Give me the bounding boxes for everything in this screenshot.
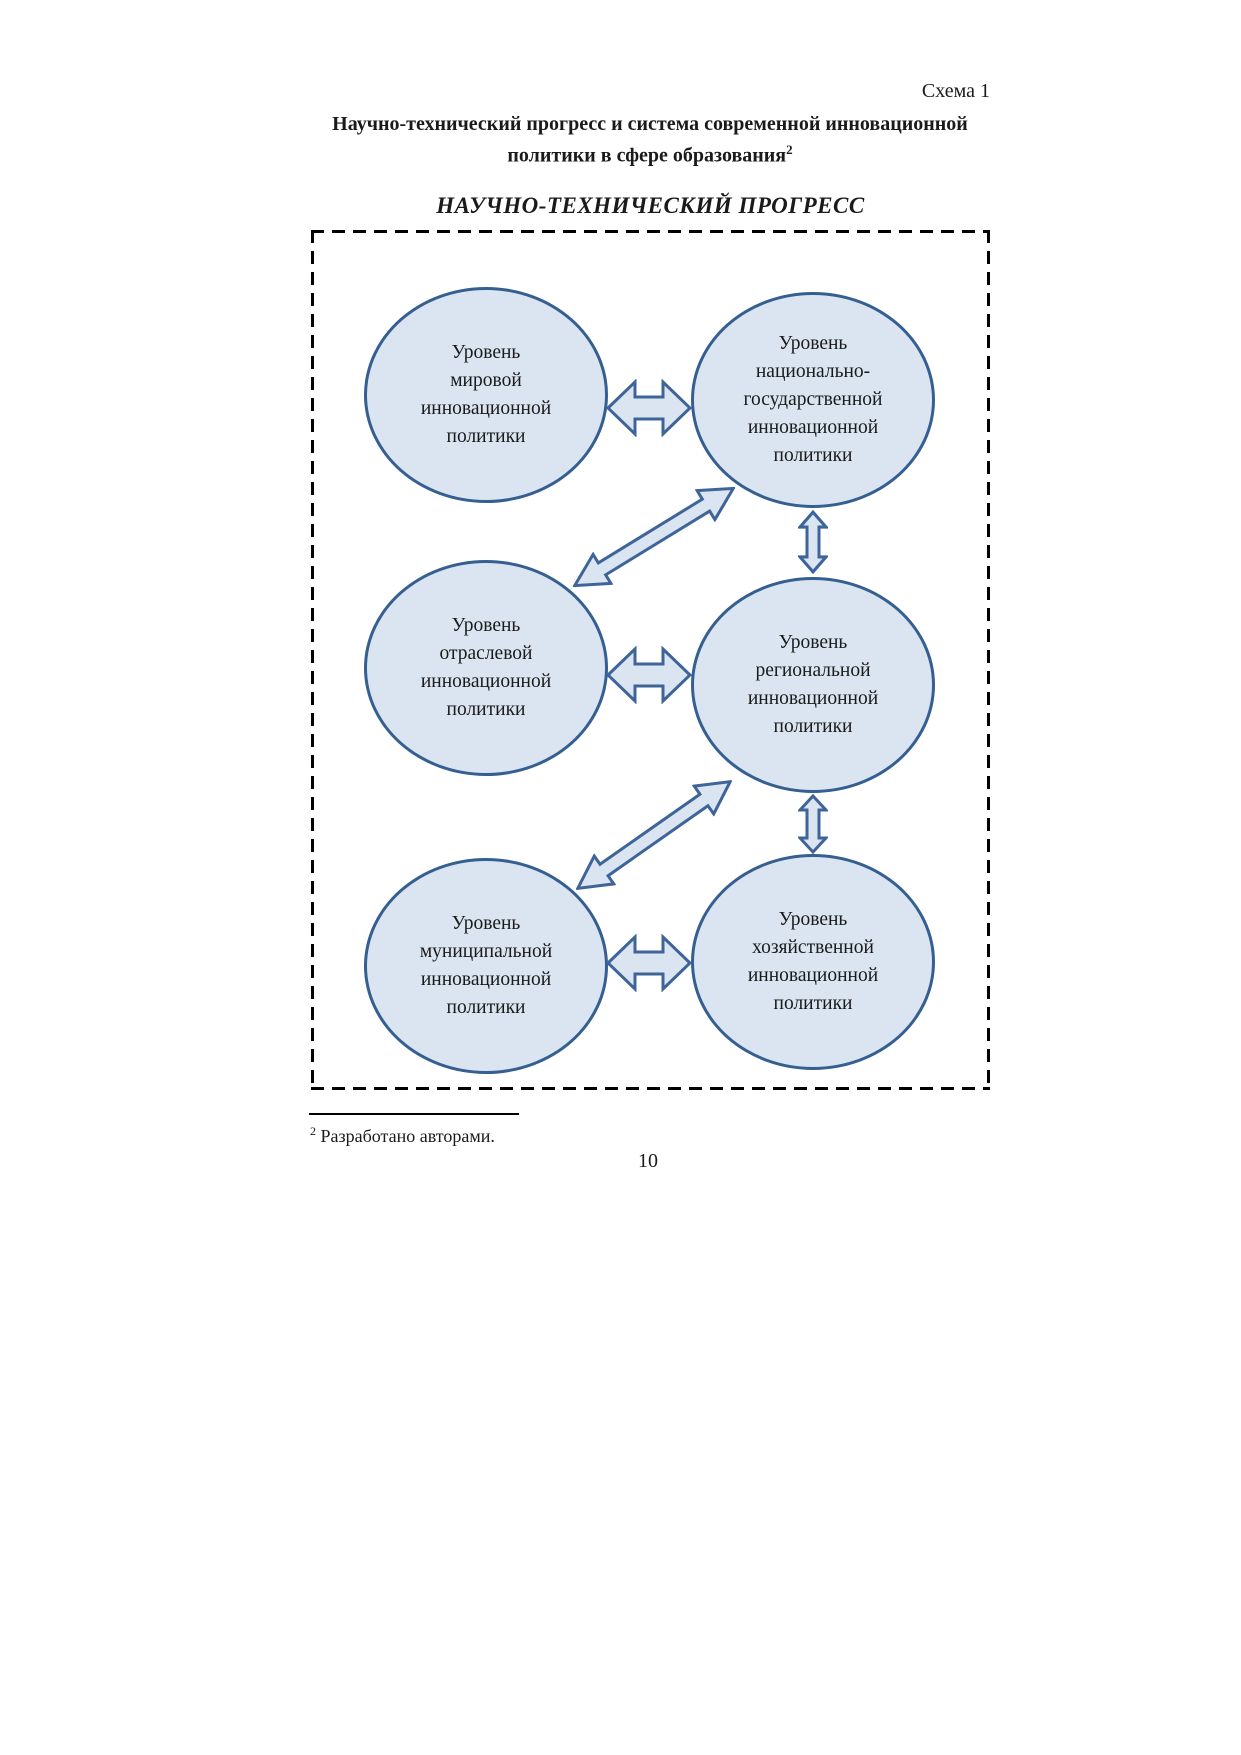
node-text-line: политики: [773, 716, 853, 737]
footnote-marker: 2: [310, 1124, 316, 1138]
node-text-line: Уровень: [451, 615, 521, 636]
node-world-innovation-policy: Уровень мировой инновационной политики: [364, 287, 608, 503]
node-text-line: Уровень: [778, 632, 848, 653]
node-text-line: государственной: [743, 389, 883, 410]
double-arrow-vertical-icon: [798, 510, 828, 574]
node-text-line: муниципальной: [419, 941, 553, 962]
node-text-line: региональной: [755, 660, 871, 681]
node-text-line: инновационной: [747, 417, 879, 438]
node-text-line: мировой: [450, 370, 522, 391]
node-text-line: отраслевой: [439, 643, 533, 664]
footnote-text: Разработано авторами.: [316, 1126, 495, 1146]
double-arrow-horizontal-icon: [606, 379, 692, 437]
double-arrow-shape: [606, 379, 692, 437]
node-text-line: инновационной: [747, 688, 879, 709]
node-text-line: политики: [773, 445, 853, 466]
double-arrow-shape: [606, 646, 692, 704]
footnote: 2 Разработано авторами.: [310, 1124, 810, 1147]
node-economic-innovation-policy: Уровень хозяйственной инновационной поли…: [691, 854, 935, 1070]
node-sectoral-innovation-policy: Уровень отраслевой инновационной политик…: [364, 560, 608, 776]
scheme-label: Схема 1: [921, 80, 990, 102]
node-text-line: Уровень: [451, 913, 521, 934]
page-number: 10: [638, 1150, 658, 1172]
node-text-line: инновационной: [420, 969, 552, 990]
double-arrow-shape: [606, 934, 692, 992]
page-title-line1: Научно-технический прогресс и система со…: [332, 113, 968, 135]
diagram-dashed-frame: [311, 230, 990, 1090]
double-arrow-diagonal-icon: [565, 765, 742, 905]
node-text-line: инновационной: [747, 965, 879, 986]
double-arrow-shape: [798, 794, 828, 854]
double-arrow-diagonal-icon: [563, 471, 745, 603]
dashed-border-top: [311, 230, 990, 233]
double-arrow-horizontal-icon: [606, 934, 692, 992]
dashed-border-bottom: [311, 1087, 990, 1090]
node-text-line: политики: [446, 997, 526, 1018]
page-title: Научно-технический прогресс и система со…: [190, 111, 1110, 169]
node-text-line: политики: [446, 699, 526, 720]
double-arrow-shape: [571, 486, 737, 588]
double-arrow-shape: [575, 779, 733, 891]
node-regional-innovation-policy: Уровень региональной инновационной полит…: [691, 577, 935, 793]
node-text-line: политики: [446, 426, 526, 447]
footnote-separator: [309, 1113, 519, 1115]
dashed-border-left: [311, 230, 314, 1090]
node-text-line: Уровень: [451, 342, 521, 363]
node-text-line: хозяйственной: [752, 937, 874, 958]
node-text-line: политики: [773, 993, 853, 1014]
node-national-state-innovation-policy: Уровень национально- государственной инн…: [691, 292, 935, 508]
diagram-title: НАУЧНО-ТЕХНИЧЕСКИЙ ПРОГРЕСС: [436, 193, 865, 218]
node-text-line: национально-: [755, 361, 871, 382]
double-arrow-shape: [798, 510, 828, 574]
node-text-line: Уровень: [778, 333, 848, 354]
node-text-line: Уровень: [778, 909, 848, 930]
title-footnote-marker: 2: [786, 142, 793, 157]
double-arrow-horizontal-icon: [606, 646, 692, 704]
node-text-line: инновационной: [420, 398, 552, 419]
double-arrow-vertical-icon: [798, 794, 828, 854]
node-text-line: инновационной: [420, 671, 552, 692]
node-municipal-innovation-policy: Уровень муниципальной инновационной поли…: [364, 858, 608, 1074]
page-title-line2: политики в сфере образования: [507, 144, 787, 167]
dashed-border-right: [987, 230, 990, 1090]
